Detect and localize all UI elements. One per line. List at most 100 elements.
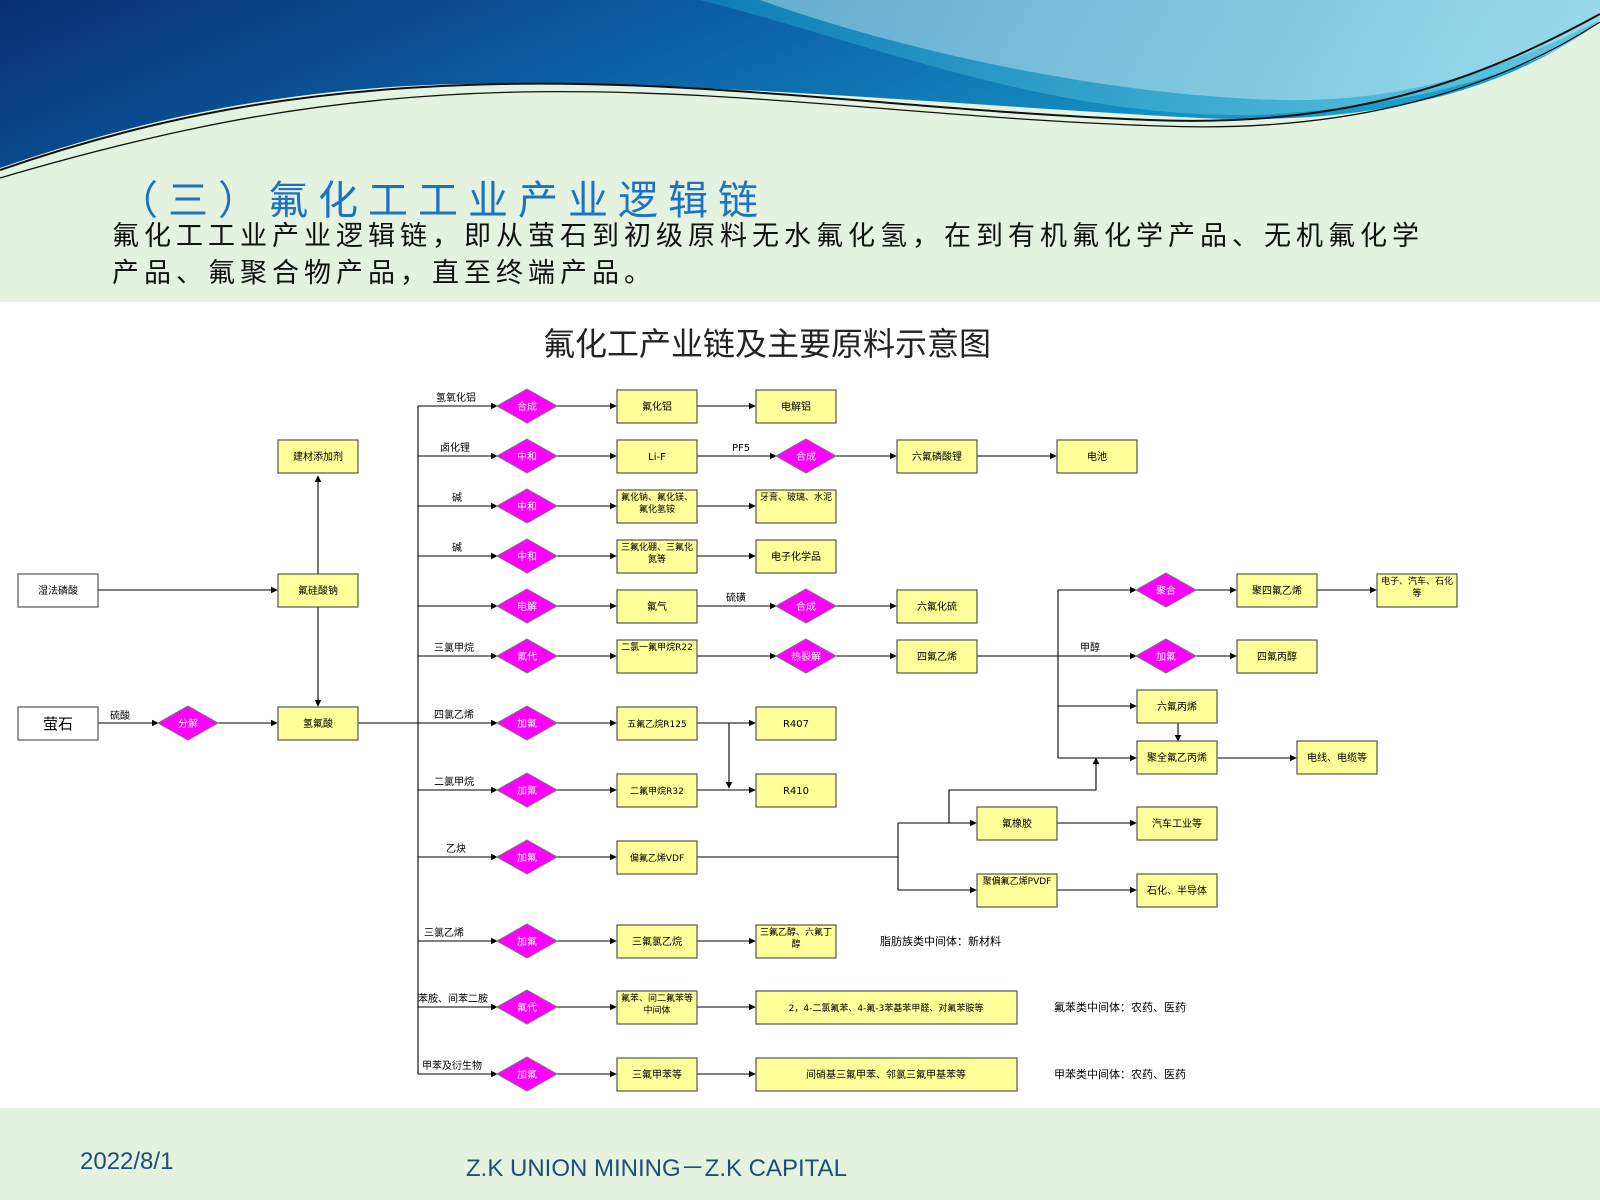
diamond-add-fluorine-3: 加氟	[495, 839, 559, 875]
label-pf5: PF5	[732, 443, 750, 454]
box-sulfur-hexafluoride: 六氟化硫	[896, 589, 978, 624]
notes: 脂肪族类中间体：新材料 氟苯类中间体：农药、医药 甲苯类中间体：农药、医药	[880, 934, 1186, 1081]
box-benzotrifluoride: 三氟甲苯等	[616, 1057, 698, 1092]
diamond-neutralize-2: 中和	[495, 488, 559, 524]
svg-text:三氟氯乙烷: 三氟氯乙烷	[632, 935, 682, 948]
box-fep: 聚全氟乙丙烯	[1136, 740, 1218, 775]
label-alkali-1: 碱	[452, 492, 462, 504]
box-fluorobenzene-derivatives: 2，4-二氯氟苯、4-氟-3苯基苯甲醛、对氟苯胺等	[755, 990, 1018, 1025]
box-r32: 二氟甲烷R32	[616, 773, 698, 808]
svg-text:氟硅酸钠: 氟硅酸钠	[298, 584, 338, 597]
svg-text:2，4-二氯氟苯、4-氟-3苯基苯甲醛、对氟苯胺等: 2，4-二氯氟苯、4-氟-3苯基苯甲醛、对氟苯胺等	[789, 1002, 984, 1014]
header-wave-banner	[0, 0, 1600, 179]
box-battery: 电池	[1056, 439, 1138, 474]
svg-text:聚四氟乙烯: 聚四氟乙烯	[1252, 584, 1302, 597]
label-sulfuric-acid: 硫酸	[110, 709, 130, 722]
edge-labels: 硫酸 氢氧化铝 卤化锂 碱 碱 三氯甲烷 四氯乙烯 二氯甲烷 乙炔 三氯乙烯 苯…	[110, 391, 1100, 1072]
svg-text:加氟: 加氟	[517, 935, 537, 948]
svg-text:合成: 合成	[796, 600, 816, 613]
box-petrochem-semiconductor: 石化、半导体	[1136, 873, 1218, 908]
box-r125: 五氟乙烷R125	[616, 706, 698, 741]
svg-text:R410: R410	[783, 786, 809, 797]
diamond-neutralize-3: 中和	[495, 538, 559, 574]
svg-text:电池: 电池	[1087, 450, 1107, 463]
svg-text:聚合: 聚合	[1156, 584, 1176, 597]
svg-text:R407: R407	[783, 719, 809, 730]
box-r407: R407	[755, 706, 837, 741]
svg-text:聚全氟乙丙烯: 聚全氟乙丙烯	[1147, 751, 1207, 764]
svg-text:氢氟酸: 氢氟酸	[303, 717, 333, 730]
diamond-fluorination-1: 氟代	[495, 638, 559, 674]
diamond-polymerize: 聚合	[1134, 572, 1198, 608]
box-tetrafluoropropanol: 四氟丙醇	[1236, 639, 1318, 674]
svg-text:湿法磷酸: 湿法磷酸	[38, 584, 78, 597]
box-sodium-fluorosilicate: 氟硅酸钠	[277, 573, 359, 608]
svg-text:加氟: 加氟	[517, 717, 537, 730]
note-aliphatic: 脂肪族类中间体：新材料	[880, 934, 1001, 948]
slide-description: 氟化工工业产业逻辑链，即从萤石到初级原料无水氟化氢，在到有机氟化学产品、无机氟化…	[112, 221, 1424, 289]
footer-date: 2022/8/1	[80, 1148, 174, 1175]
diamond-add-fluorine-5: 加氟	[495, 1056, 559, 1092]
svg-text:加氟: 加氟	[517, 784, 537, 797]
svg-text:三氟甲苯等: 三氟甲苯等	[632, 1068, 682, 1081]
svg-text:氟气: 氟气	[647, 600, 667, 613]
box-electronics-auto-petrochem: 电子、汽车、石化等	[1376, 573, 1458, 608]
svg-text:氟橡胶: 氟橡胶	[1002, 817, 1032, 830]
process-boxes: 萤石 湿法磷酸 氟硅酸钠 建材添加剂 氢氟酸 氟化铝 电解铝 Li-F	[17, 389, 1458, 1092]
box-automotive: 汽车工业等	[1136, 806, 1218, 841]
diamond-add-fluorine-6: 加氟	[1134, 638, 1198, 674]
box-tetrafluoroethylene: 四氟乙烯	[896, 639, 978, 674]
svg-text:二氟甲烷R32: 二氟甲烷R32	[630, 785, 684, 797]
svg-text:间硝基三氟甲苯、邻氯三氟甲基苯等: 间硝基三氟甲苯、邻氯三氟甲基苯等	[806, 1068, 966, 1081]
flowchart: 氟化工产业链及主要原料示意图	[17, 325, 1458, 1092]
box-fluororubber: 氟橡胶	[976, 806, 1058, 841]
diamond-add-fluorine-1: 加氟	[495, 705, 559, 741]
box-ptfe: 聚四氟乙烯	[1236, 573, 1318, 608]
reaction-diamonds: 分解 合成 中和 合成 中和 中和 电解 合成	[156, 388, 1198, 1092]
box-trifluorochloroethane: 三氟氯乙烷	[616, 924, 698, 959]
box-lithium-hexafluorophosphate: 六氟磷酸锂	[896, 439, 978, 474]
svg-text:电解铝: 电解铝	[781, 400, 811, 413]
svg-text:中和: 中和	[517, 500, 537, 513]
svg-text:建材添加剂: 建材添加剂	[293, 450, 343, 463]
label-methanol: 甲醇	[1080, 641, 1100, 654]
svg-text:六氟丙烯: 六氟丙烯	[1157, 700, 1197, 713]
footer-company: Z.K UNION MINING－Z.K CAPITAL	[466, 1155, 847, 1182]
svg-text:电解: 电解	[517, 600, 537, 613]
label-dichloromethane: 二氯甲烷	[434, 775, 474, 788]
svg-text:中和: 中和	[517, 450, 537, 463]
box-boron-trifluoride: 三氟化硼、三氟化氮等	[616, 539, 698, 574]
svg-text:加氟: 加氟	[1156, 650, 1176, 663]
box-nitro-benzotrifluoride: 间硝基三氟甲苯、邻氯三氟甲基苯等	[755, 1057, 1018, 1092]
note-fluorobenzene: 氟苯类中间体：农药、医药	[1054, 1000, 1186, 1014]
box-lif: Li-F	[616, 439, 698, 474]
svg-text:合成: 合成	[796, 450, 816, 463]
box-electrolytic-aluminum: 电解铝	[755, 389, 837, 424]
svg-text:汽车工业等: 汽车工业等	[1152, 817, 1202, 830]
box-wires-cables: 电线、电缆等	[1296, 740, 1378, 775]
svg-text:萤石: 萤石	[43, 715, 73, 733]
svg-text:四氟乙烯: 四氟乙烯	[917, 650, 957, 663]
label-aniline: 苯胺、间苯二胺	[418, 992, 488, 1005]
svg-text:电子化学品: 电子化学品	[771, 550, 821, 563]
label-lithium-halide: 卤化锂	[440, 441, 470, 454]
diamond-electrolysis: 电解	[495, 588, 559, 624]
svg-text:电线、电缆等: 电线、电缆等	[1307, 751, 1367, 764]
diamond-add-fluorine-2: 加氟	[495, 772, 559, 808]
box-fluorine-gas: 氟气	[616, 589, 698, 624]
box-fluorobenzene: 氟苯、间二氟苯等中间体	[616, 990, 698, 1025]
label-alkali-2: 碱	[452, 542, 462, 554]
label-toluene: 甲苯及衍生物	[422, 1059, 482, 1072]
box-electronic-chemicals: 电子化学品	[755, 539, 837, 574]
box-sodium-fluoride: 氟化钠、氟化镁、氟化氢铵	[616, 489, 698, 524]
svg-text:加氟: 加氟	[517, 1068, 537, 1081]
box-aluminum-fluoride: 氟化铝	[616, 389, 698, 424]
diagram-panel: 氟化工产业链及主要原料示意图	[0, 302, 1600, 1108]
svg-text:分解: 分解	[178, 717, 198, 730]
diamond-synthesis-1: 合成	[495, 388, 559, 424]
box-hexafluoropropylene: 六氟丙烯	[1136, 689, 1218, 724]
box-building-additive: 建材添加剂	[277, 439, 359, 474]
svg-text:加氟: 加氟	[517, 851, 537, 864]
diamond-pyrolysis: 热裂解	[774, 638, 838, 674]
svg-text:中和: 中和	[517, 550, 537, 563]
